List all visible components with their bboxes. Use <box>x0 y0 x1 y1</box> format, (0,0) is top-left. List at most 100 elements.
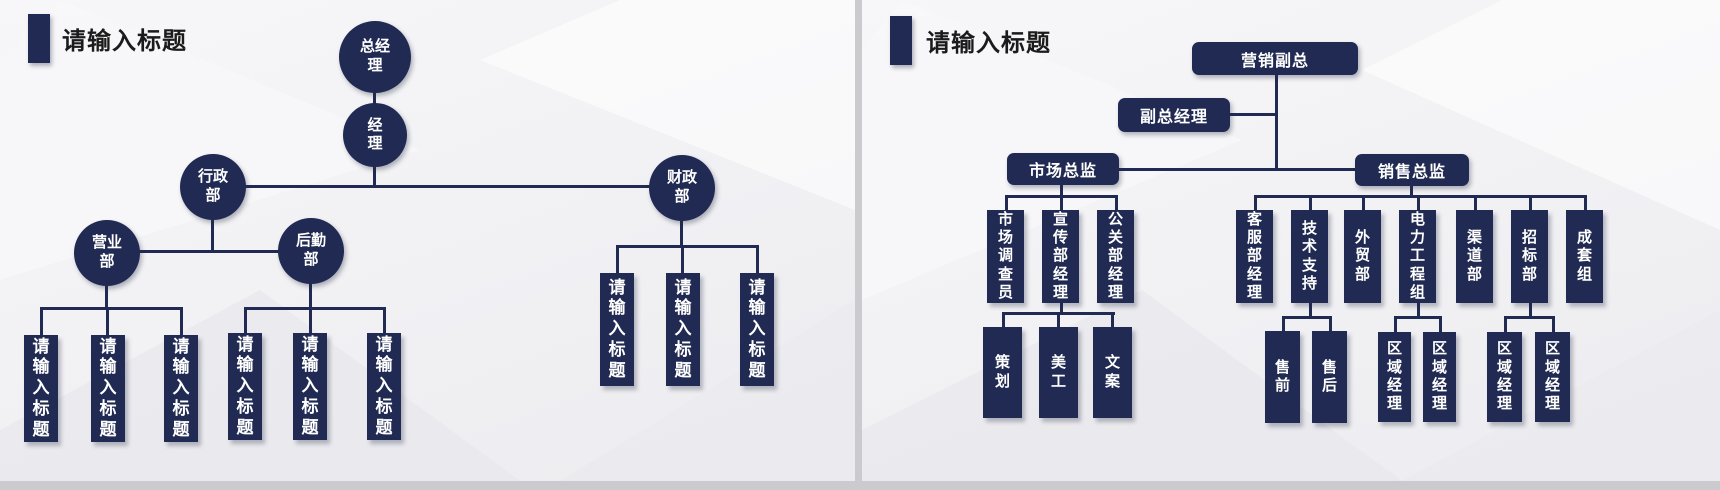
leaf-label: 请输入标题 <box>172 336 190 439</box>
connector-line <box>213 185 683 188</box>
node-label: 策划 <box>994 354 1010 390</box>
connector-line <box>373 163 376 188</box>
connector-line <box>1504 316 1507 333</box>
leaf-placeholder: 请输入标题 <box>293 333 327 440</box>
node-promotion-dept-manager: 宣传部经理 <box>1042 210 1079 303</box>
node-label: 市场调查员 <box>997 210 1013 301</box>
connector-line <box>1394 316 1397 333</box>
connector-line <box>1230 113 1277 116</box>
connector-line <box>1115 195 1118 211</box>
leaf-placeholder: 请输入标题 <box>91 335 125 442</box>
connector-line <box>244 307 247 335</box>
node-regional-manager: 区域经理 <box>1378 332 1411 422</box>
node-regional-manager: 区域经理 <box>1535 332 1570 422</box>
node-copywriter: 文案 <box>1093 327 1132 418</box>
node-finance-dept: 财政部 <box>649 155 715 221</box>
leaf-label: 请输入标题 <box>99 336 117 439</box>
node-regional-manager: 区域经理 <box>1487 332 1522 422</box>
leaf-label: 请输入标题 <box>375 334 393 437</box>
connector-line <box>1057 312 1060 328</box>
title-accent-bar <box>890 16 912 65</box>
node-label: 外贸部 <box>1354 229 1370 283</box>
node-marketing-vp: 营销副总 <box>1192 42 1358 75</box>
connector-line <box>1282 316 1332 319</box>
connector-line <box>1002 312 1005 328</box>
node-sales-director: 销售总监 <box>1355 154 1469 186</box>
connector-line <box>1439 316 1442 333</box>
connector-line <box>1584 195 1587 211</box>
node-label: 行政部 <box>197 168 228 204</box>
connector-line <box>1254 195 1257 211</box>
node-foreign-trade-dept: 外贸部 <box>1344 210 1381 303</box>
connector-line <box>1116 168 1357 171</box>
title-accent-bar <box>28 14 50 63</box>
node-label: 区域经理 <box>1496 340 1512 413</box>
node-label: 招标部 <box>1521 229 1537 283</box>
connector-line <box>1005 195 1008 211</box>
node-admin-dept: 行政部 <box>180 154 246 220</box>
background-facets <box>862 0 1720 481</box>
node-label: 区域经理 <box>1386 340 1402 413</box>
connector-line <box>1060 302 1063 315</box>
connector-line <box>1394 316 1442 319</box>
slide-title: 请输入标题 <box>62 28 187 55</box>
node-label: 财政部 <box>666 169 697 205</box>
leaf-placeholder: 请输入标题 <box>367 333 401 440</box>
connector-line <box>1410 185 1413 197</box>
node-deputy-general-manager: 副总经理 <box>1118 98 1230 132</box>
connector-line <box>1362 195 1365 211</box>
node-label: 售后 <box>1321 358 1337 394</box>
leaf-label: 请输入标题 <box>301 334 319 437</box>
node-label: 电力工程组 <box>1409 210 1425 301</box>
node-complete-set-group: 成套组 <box>1566 210 1603 303</box>
leaf-placeholder: 请输入标题 <box>740 273 774 386</box>
connector-line <box>1111 312 1114 328</box>
node-label: 客服部经理 <box>1246 210 1262 301</box>
node-channel-dept: 渠道部 <box>1456 210 1493 303</box>
node-label: 市场总监 <box>1028 163 1097 180</box>
leaf-label: 请输入标题 <box>748 277 766 380</box>
connector-line <box>1329 316 1332 332</box>
connector-line <box>1474 195 1477 211</box>
node-label: 文案 <box>1104 354 1120 390</box>
connector-line <box>107 250 312 253</box>
node-label: 总经理 <box>359 38 390 74</box>
connector-line <box>180 307 183 335</box>
node-pre-sales: 售前 <box>1265 331 1300 423</box>
node-art-designer: 美工 <box>1039 327 1078 418</box>
node-market-director: 市场总监 <box>1007 153 1119 185</box>
node-label: 美工 <box>1050 354 1066 390</box>
leaf-label: 请输入标题 <box>674 277 692 380</box>
leaf-label: 请输入标题 <box>32 336 50 439</box>
node-regional-manager: 区域经理 <box>1423 332 1456 422</box>
connector-line <box>616 245 759 248</box>
connector-line <box>1282 316 1285 332</box>
node-manager: 经理 <box>343 103 407 167</box>
leaf-placeholder: 请输入标题 <box>164 335 198 442</box>
connector-line <box>40 307 183 310</box>
node-customer-service-manager: 客服部经理 <box>1236 210 1273 303</box>
connector-line <box>383 307 386 335</box>
connector-line <box>1275 73 1278 171</box>
node-tech-support: 技术支持 <box>1291 210 1328 303</box>
connector-line <box>681 245 684 273</box>
node-label: 区域经理 <box>1544 340 1560 413</box>
node-label: 售前 <box>1274 358 1290 394</box>
connector-line <box>1060 195 1063 211</box>
node-label: 渠道部 <box>1466 229 1482 283</box>
connector-line <box>1417 302 1420 318</box>
node-label: 宣传部经理 <box>1052 210 1068 301</box>
connector-line <box>309 307 312 335</box>
node-label: 销售总监 <box>1377 164 1446 181</box>
node-planning: 策划 <box>983 327 1022 418</box>
node-label: 副总经理 <box>1139 109 1208 126</box>
leaf-placeholder: 请输入标题 <box>24 335 58 442</box>
leaf-label: 请输入标题 <box>236 334 254 437</box>
node-label: 营销副总 <box>1240 52 1309 70</box>
leaf-placeholder: 请输入标题 <box>666 273 700 386</box>
slide-right: 请输入标题 营销副总 副总经理 市场总监 销售总监 市场调查员 <box>862 0 1720 481</box>
connector-line <box>1254 195 1587 198</box>
slide-title: 请输入标题 <box>926 30 1051 57</box>
connector-line <box>1060 184 1063 197</box>
